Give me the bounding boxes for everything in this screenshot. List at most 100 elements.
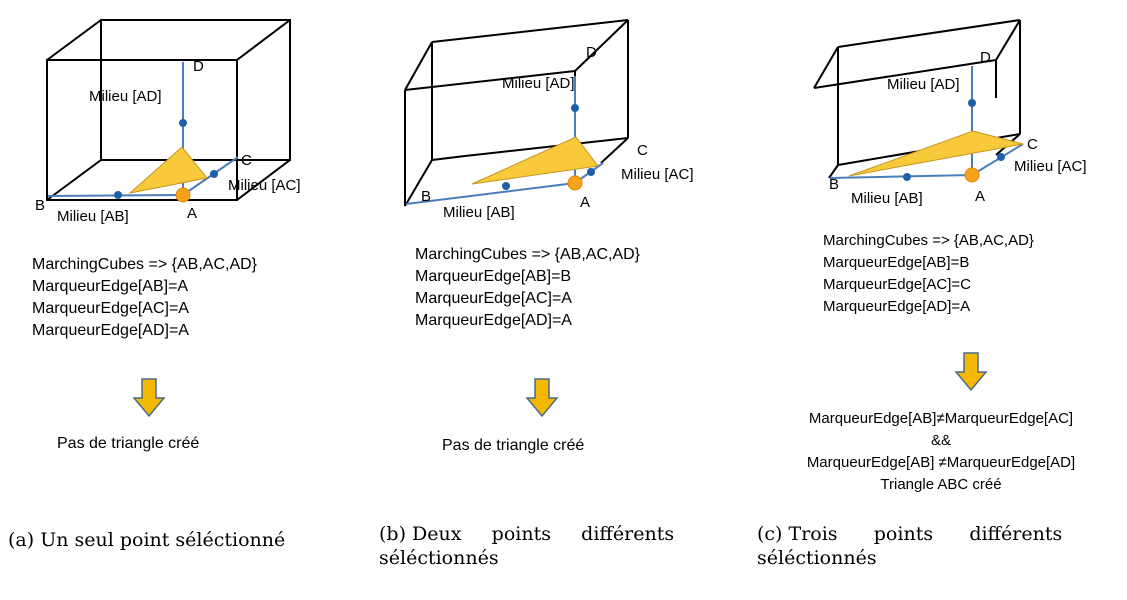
code-block: MarchingCubes => {AB,AC,AD} MarqueurEdge…	[415, 244, 640, 332]
label-d: D	[586, 44, 597, 61]
edge-ac	[182, 156, 239, 196]
edge-top-left	[46, 19, 102, 61]
edge-top-right	[995, 19, 1021, 61]
label-milieu-ac: Milieu [AC]	[1014, 158, 1087, 175]
down-arrow-icon	[132, 378, 166, 418]
edge-top-right	[574, 19, 629, 72]
label-milieu-ad: Milieu [AD]	[887, 76, 960, 93]
panel-a: D Milieu [AD] C Milieu [AC] B Milieu [AB…	[0, 0, 375, 600]
edge-ab	[405, 182, 576, 205]
edge-back-top	[837, 19, 1021, 48]
caption-text-line2: séléctionnés	[757, 547, 877, 569]
caption-text: Un seul point séléctionné	[40, 529, 286, 551]
code-line: MarqueurEdge[AB]=B	[415, 268, 572, 285]
code-line: MarqueurEdge[AD]=A	[415, 312, 572, 329]
caption-text-line1: Deux points différents	[412, 523, 675, 545]
label-d: D	[193, 58, 204, 75]
panel-b: D Milieu [AD] C Milieu [AC] B Milieu [AB…	[375, 0, 751, 600]
code-block: MarchingCubes => {AB,AC,AD} MarqueurEdge…	[32, 254, 257, 342]
label-milieu-ad: Milieu [AD]	[502, 75, 575, 92]
edge-bottom-left	[404, 159, 433, 207]
midpoint-ad	[571, 104, 579, 112]
result-line: &&	[930, 432, 951, 449]
code-line: MarqueurEdge[AC]=C	[823, 276, 971, 293]
caption-text-line2: séléctionnés	[379, 547, 499, 569]
result-text: Pas de triangle créé	[442, 435, 584, 457]
midpoint-ab	[502, 182, 510, 190]
label-c: C	[241, 152, 252, 169]
label-a: A	[975, 188, 986, 205]
result-line: MarqueurEdge[AB]≠MarqueurEdge[AC]	[808, 410, 1074, 427]
result-line: Pas de triangle créé	[57, 435, 200, 452]
code-line: MarchingCubes => {AB,AC,AD}	[32, 256, 258, 273]
midpoint-ac	[997, 153, 1005, 161]
code-line: MarqueurEdge[AD]=A	[32, 322, 189, 339]
vertex-a	[964, 167, 980, 183]
code-line: MarqueurEdge[AB]=A	[32, 278, 189, 295]
edge-back-bottom-l	[431, 155, 466, 161]
caption-b: (b) Deux points différents séléctionnés	[379, 522, 674, 570]
triangle	[848, 130, 1024, 177]
label-c: C	[1027, 136, 1038, 153]
label-a: A	[580, 194, 591, 211]
label-a: A	[187, 205, 198, 222]
edge-top-left	[813, 46, 839, 89]
down-arrow-icon	[525, 378, 559, 418]
label-b: B	[35, 197, 46, 214]
edge-back-bottom	[464, 137, 629, 157]
midpoint-ab	[114, 191, 122, 199]
label-milieu-ab: Milieu [AB]	[443, 204, 515, 221]
label-d: D	[980, 49, 991, 66]
caption-a: (a) Un seul point séléctionné	[8, 528, 285, 552]
label-b: B	[829, 176, 840, 193]
edge-bottom-right	[236, 159, 291, 201]
code-line: MarchingCubes => {AB,AC,AD}	[415, 246, 641, 263]
label-milieu-ac: Milieu [AC]	[228, 177, 301, 194]
code-line: MarchingCubes => {AB,AC,AD}	[823, 232, 1034, 249]
cube-diagram	[813, 19, 1024, 183]
midpoint-ac	[210, 170, 218, 178]
edge-back-top	[431, 19, 629, 43]
code-line: MarqueurEdge[AB]=B	[823, 254, 970, 271]
label-milieu-ad: Milieu [AD]	[89, 88, 162, 105]
code-line: MarqueurEdge[AC]=A	[415, 290, 572, 307]
triangle	[471, 136, 599, 185]
edge-bottom-right	[600, 137, 629, 164]
code-line: MarqueurEdge[AC]=A	[32, 300, 189, 317]
vertex-a	[175, 187, 191, 203]
result-text: Pas de triangle créé	[57, 433, 199, 455]
code-line: MarqueurEdge[AD]=A	[823, 298, 971, 315]
edge-ab	[829, 174, 973, 179]
midpoint-ad	[968, 99, 976, 107]
result-line: Triangle ABC créé	[880, 476, 1002, 493]
label-milieu-ac: Milieu [AC]	[621, 166, 694, 183]
edge-ac	[971, 143, 1024, 176]
cube-diagram	[46, 19, 291, 203]
midpoint-ac	[587, 168, 595, 176]
panel-c: D Milieu [AD] C Milieu [AC] B Milieu [AB…	[751, 0, 1127, 600]
cube-diagram	[404, 19, 629, 207]
edge-bottom-left	[46, 159, 102, 201]
caption-c: (c) Trois points différents séléctionnés	[757, 522, 1062, 570]
vertex-a	[567, 175, 583, 191]
result-text: MarqueurEdge[AB]≠MarqueurEdge[AC] && Mar…	[771, 408, 1111, 496]
code-block: MarchingCubes => {AB,AC,AD} MarqueurEdge…	[823, 230, 1034, 318]
label-milieu-ab: Milieu [AB]	[851, 190, 923, 207]
edge-front-top	[404, 70, 576, 91]
midpoint-ab	[903, 173, 911, 181]
edge-front-top	[813, 59, 997, 89]
edge-bottom-left	[828, 164, 839, 179]
label-c: C	[637, 142, 648, 159]
edge-top-left	[404, 41, 433, 91]
label-milieu-ab: Milieu [AB]	[57, 208, 129, 225]
triangle	[128, 146, 208, 194]
caption-text-line1: Trois points différents	[788, 523, 1063, 545]
midpoint-ad	[179, 119, 187, 127]
caption-number: (a)	[8, 529, 35, 551]
edge-top-right	[236, 19, 291, 61]
caption-number: (b)	[379, 523, 406, 545]
caption-number: (c)	[757, 523, 783, 545]
result-line: Pas de triangle créé	[442, 437, 585, 454]
result-line: MarqueurEdge[AB] ≠MarqueurEdge[AD]	[806, 454, 1076, 471]
label-b: B	[421, 188, 432, 205]
